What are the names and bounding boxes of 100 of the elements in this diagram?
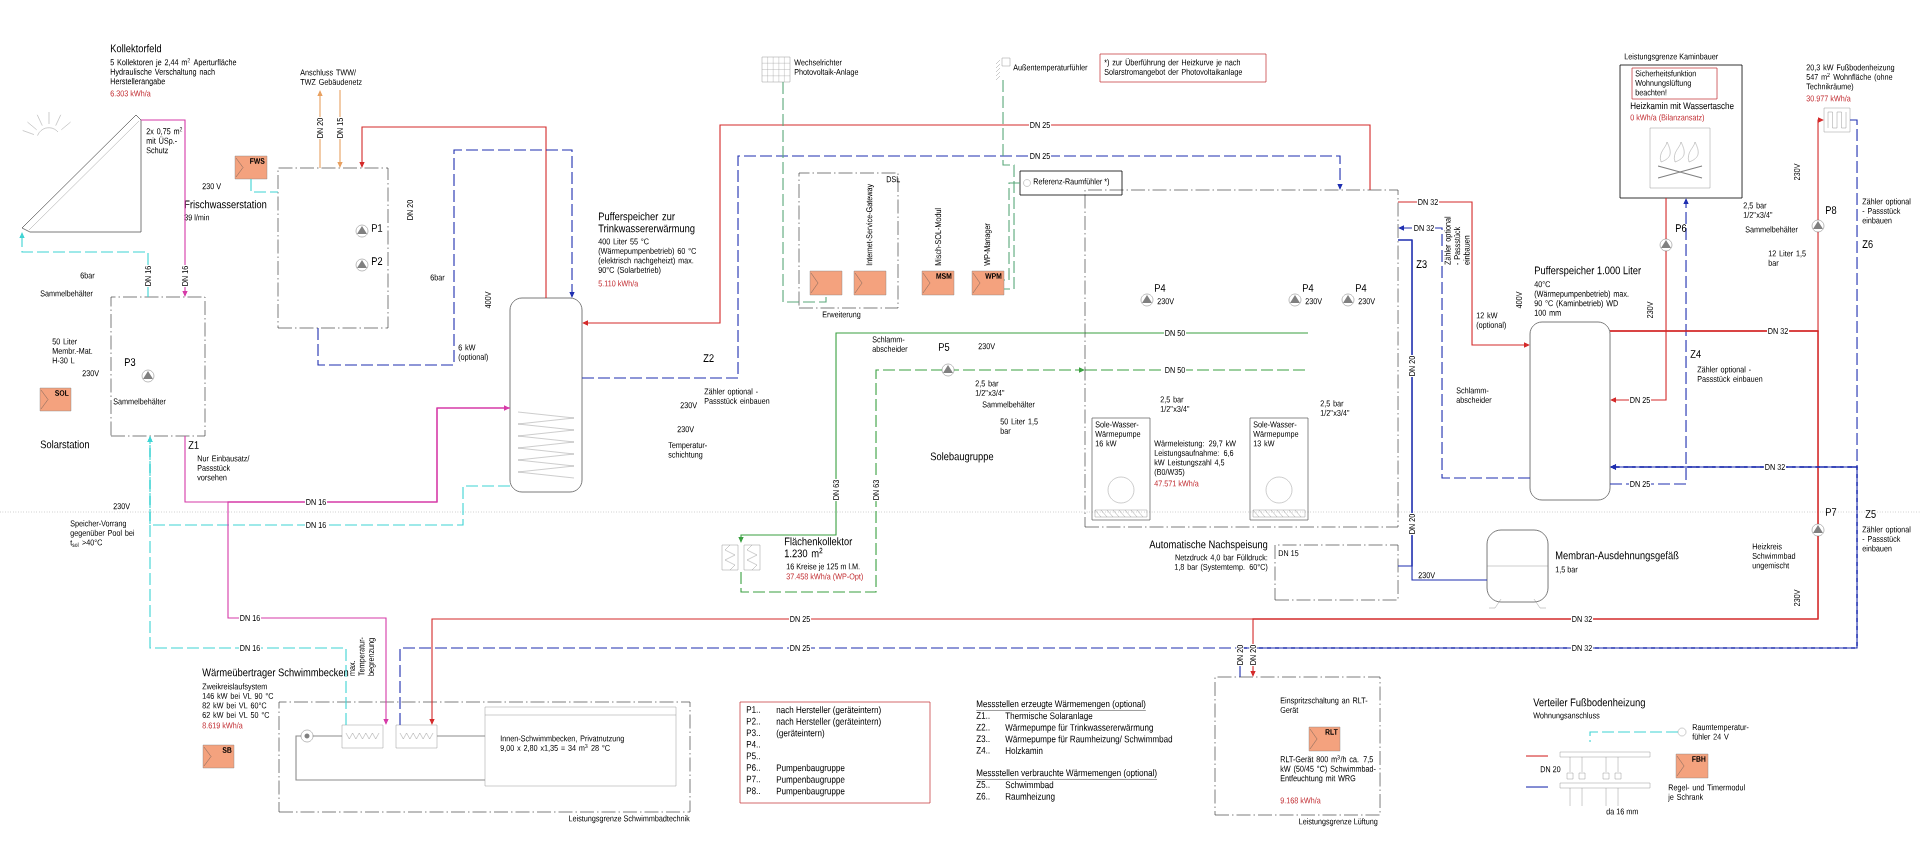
node-label: Frischwasserstation (184, 200, 267, 209)
node-label: 39 l/min (184, 214, 210, 221)
node-label: Verteiler Fußbodenheizung (1533, 698, 1645, 709)
pipe (295, 735, 486, 781)
node-label: Kollektorfeld (110, 44, 162, 53)
room-sensor-box: Referenz-Raumfühler *) (1019, 170, 1123, 196)
annotation: Zähler optional - Passstück einbauen (1862, 198, 1911, 224)
node-label: Misch-SOL-Modul (934, 208, 942, 266)
annotation: P8 (1826, 206, 1837, 214)
annotation: P4 (1303, 284, 1314, 292)
pipe (1398, 225, 1531, 479)
annotation: DN 20 (1540, 766, 1561, 773)
legend-text: Pumpenbaugruppe (776, 764, 845, 774)
legend-text: (geräteintern) (776, 729, 825, 739)
node-label: Solarstation (40, 440, 89, 449)
node-label: Flächenkollektor 1.230 m$^{2}$ (784, 537, 853, 558)
pipe (399, 464, 1858, 726)
edge-label: DN 32 (1416, 198, 1440, 206)
node-label: da 16 mm (1606, 808, 1638, 815)
room-sensor: Raumtemperatur-fühler 24 V (1677, 724, 1749, 740)
annotation: 230V (978, 343, 996, 350)
legend-text: P3.. (746, 729, 760, 737)
annotation: DN 20 (407, 200, 413, 220)
legend-text: Z4.. (976, 747, 990, 754)
fire-icon (1649, 127, 1711, 189)
annotation: P3 (124, 358, 136, 366)
node-label: Membran-Ausdehnungsgefäß (1555, 551, 1679, 562)
node-label: Netzdruck 4,0 bar Fülldruck: 1,8 bar (Systemtemp. 60°C) (1174, 554, 1268, 572)
annotation: DSL (886, 176, 901, 183)
connection-label: Anschluss TWW/ TWZ Gebäudenetz (300, 69, 362, 85)
annotation: 230V (1305, 298, 1323, 305)
pipe (359, 126, 547, 299)
pipe (227, 407, 511, 725)
pipe (1610, 197, 1667, 403)
edge-label: DN 16 (304, 521, 328, 529)
ground-collector-drawing: Flächenkollektor 1.230 m$^{2}$ 16 Kreise je 125 m l.M. 37.458 kWh/a (WP-Opt) (721, 537, 863, 582)
edge-label: DN 32 (1571, 615, 1594, 623)
annotation: Speicher-Vorrang gegenüber Pool bei t$_{sol}$ >40°C (70, 520, 134, 547)
edge-label: DN 32 (1571, 644, 1594, 652)
node-label: Automatische Nachspeisung (1149, 540, 1268, 551)
node-label: Zweikreislaufsystem 146 kW bei VL 90 °C 82 kW bei VL 60°C 62 kW bei VL 50 °C (202, 683, 274, 718)
pipe (582, 124, 1371, 326)
annotation: P1 (371, 224, 383, 232)
controller-box: RLT (1308, 726, 1341, 752)
legend-text: nach Hersteller (geräteintern) (776, 717, 881, 727)
legend-text: Z2.. (976, 723, 990, 731)
annotation: DN 20 (1408, 354, 1416, 378)
annotation: Heizkreis Schwimmbad ungemischt (1752, 543, 1796, 571)
pipe (1589, 731, 1679, 743)
annotation: DN 50 (1163, 329, 1187, 337)
annotation: Sammelbehälter (40, 290, 93, 297)
legend-text: P6.. (746, 764, 760, 771)
node-label: 37.458 kWh/a (WP-Opt) (786, 573, 863, 582)
annotation: 12 Liter 1,5 bar (1768, 250, 1806, 266)
annotation: Zähler optional - Passstück einbauen (1862, 526, 1911, 552)
annotation: 2,5 bar 1/2"x3/4" (975, 380, 1005, 396)
pipe (738, 332, 1086, 543)
pipe (1609, 198, 1689, 485)
edge-label: DN 32 (1764, 463, 1787, 471)
annotation: 400V (1516, 291, 1522, 309)
node-label: Pufferspeicher zur Trinkwassererwärmung (598, 212, 695, 235)
edge-label: DN 20 (1408, 512, 1416, 536)
legend-text: P8.. (746, 787, 760, 795)
legend-text: Schwimmbad (1005, 781, 1054, 789)
annotation: DN 20 (1249, 643, 1257, 667)
annotation: 230 V (202, 183, 222, 190)
node-label: Pufferspeicher 1.000 Liter (1534, 266, 1641, 277)
edge-label: DN 16 (181, 264, 189, 288)
edge-label: DN 16 (238, 614, 262, 622)
edge-label: DN 25 (1028, 121, 1052, 129)
legend-text: nach Hersteller (geräteintern) (776, 706, 881, 716)
node-label: 1,5 bar (1555, 566, 1578, 574)
annotation: 2,5 bar 1/2"x3/4" (1160, 396, 1190, 412)
pipe (740, 367, 1085, 593)
pipe (1525, 786, 1549, 788)
expansion-vessel: Membran-Ausdehnungsgefäß 1,5 bar (1486, 529, 1679, 609)
warning-box: Sicherheitsfunktion Wohnungslüftung beachten! (1631, 67, 1718, 100)
note-box: *) zur Überführung der Heizkurve je nach Solarstromangebot der Photovoltaikanlage (1099, 53, 1267, 83)
annotation: DN 20 (1236, 643, 1244, 667)
legend-text: Pumpenbaugruppe (776, 775, 845, 785)
annotation: Sammelbehälter (113, 398, 166, 405)
annotation: 230V (1157, 298, 1175, 305)
annotation: 230V (1418, 572, 1436, 579)
legend-text: P1.. (746, 706, 760, 713)
annotation: 6bar (80, 272, 95, 279)
node-label: WP-Manager (984, 223, 992, 266)
node-label: Wohnungsanschluss (1533, 712, 1600, 721)
node-label: Außentemperaturfühler (1013, 64, 1088, 73)
legend-text: Messstellen erzeugte Wärmemengen (optional) (976, 700, 1147, 711)
controller-box: WP-Manager WPM (971, 223, 1005, 296)
legend-text: Thermische Solaranlage (1005, 712, 1093, 722)
annotation: Temperatur-schichtung (668, 442, 707, 460)
annotation: Zähler optional - Passstück einbauen (704, 388, 770, 404)
node-label: Regel- und Timermodul je Schrank (1668, 784, 1745, 802)
annotation: 230V (1794, 589, 1800, 607)
controller-box: FWS (234, 155, 268, 180)
node-label: Leistungsgrenze Schwimmbadtechnik (569, 815, 690, 824)
legend-text: Messstellen verbrauchte Wärmemengen (optional) (976, 769, 1158, 780)
annotation: 12 kW (optional) (1476, 312, 1506, 330)
pipe (19, 232, 149, 298)
